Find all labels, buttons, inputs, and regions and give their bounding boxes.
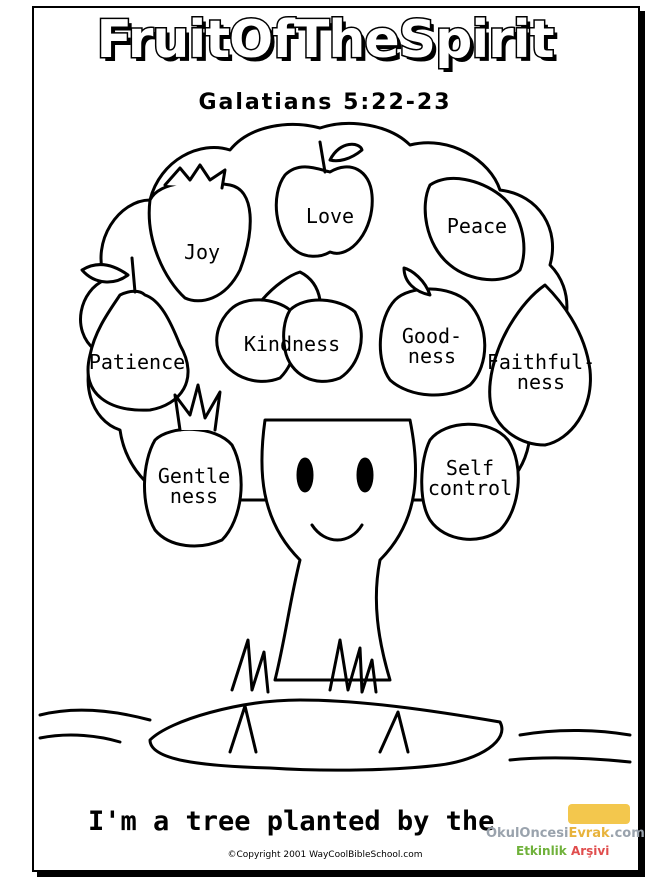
melon-fruit <box>420 422 520 541</box>
cherry-left <box>215 298 298 383</box>
pear-leaf <box>80 263 130 284</box>
banana-bunch <box>488 283 592 447</box>
cherry-stems <box>260 270 322 302</box>
cherry-right <box>282 298 363 383</box>
watermark-site: OkulOncesiEvrak.com <box>486 826 645 841</box>
fruit-label-patience: Patience <box>88 350 186 374</box>
fruit-label-joy: Joy <box>183 240 221 264</box>
pear-stem <box>130 256 137 294</box>
fruit-label-peace: Peace <box>446 214 508 238</box>
fruit-label-gentleness: Gentle ness <box>148 466 240 506</box>
watermark-archive-part2: Arşivi <box>566 844 610 858</box>
orange-fruit <box>378 287 487 397</box>
fruit-label-faithfulness: Faithful- ness <box>486 352 596 392</box>
fruit-label-self-control-line1: Self <box>445 456 495 480</box>
watermark-site-part2: Evrak <box>568 826 610 841</box>
fruit-label-self-control: Self control <box>424 458 516 498</box>
fruit-label-goodness-line1: Good- <box>401 324 463 348</box>
watermark-site-part3: .com <box>609 826 645 841</box>
orange-leaf <box>402 266 432 297</box>
apple-stem <box>318 140 327 174</box>
water-left <box>38 708 152 744</box>
fruit-label-faithfulness-line2: ness <box>516 370 566 394</box>
apple-leaf <box>328 142 364 163</box>
water-right <box>508 728 632 764</box>
fruit-label-self-control-line2: control <box>427 476 513 500</box>
grass-right <box>328 638 378 694</box>
pineapple-fruit <box>143 427 243 548</box>
page-title: FruitOfTheSpirit <box>95 9 556 72</box>
fruit-label-gentleness-line2: ness <box>169 484 219 508</box>
grass-island <box>228 704 410 754</box>
fruit-label-goodness-line2: ness <box>407 344 457 368</box>
watermark-archive: Etkinlik Arşivi <box>516 844 609 858</box>
eye-right <box>356 457 374 493</box>
fruit-label-goodness: Good- ness <box>392 326 472 366</box>
lemon-fruit <box>423 176 526 282</box>
fruit-label-faithfulness-line1: Faithful- <box>486 350 596 374</box>
strawberry-leaves <box>163 163 227 190</box>
watermark-kids-logo <box>568 804 630 824</box>
island <box>148 698 504 772</box>
fruit-label-love: Love <box>305 204 355 228</box>
watermark-site-part1: OkulOncesi <box>486 826 569 841</box>
copyright-notice: ©Copyright 2001 WayCoolBibleSchool.com <box>227 850 423 860</box>
fruit-label-kindness: Kindness <box>243 332 341 356</box>
pineapple-crown <box>173 383 222 432</box>
watermark-archive-part1: Etkinlik <box>516 844 567 858</box>
grass-left <box>230 638 270 694</box>
scripture-reference: Galatians 5:22-23 <box>198 90 452 115</box>
fruit-label-gentleness-line1: Gentle <box>157 464 231 488</box>
caption-text: I'm a tree planted by the <box>88 806 495 837</box>
eye-left <box>296 457 314 493</box>
apple-fruit <box>274 165 374 258</box>
smile <box>310 523 364 542</box>
